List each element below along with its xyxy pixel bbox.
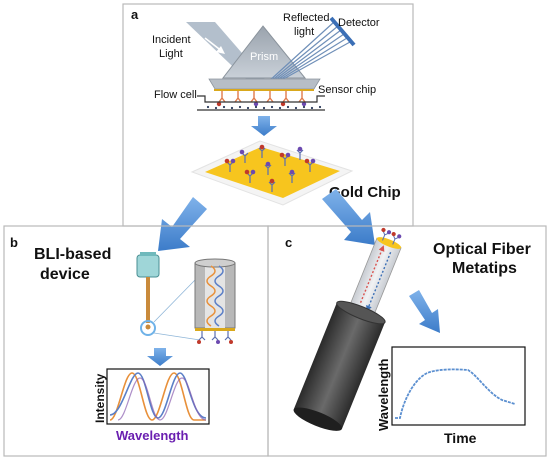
sensor-chip-label: Sensor chip bbox=[318, 84, 376, 96]
reflected-light-label-line1: Reflected bbox=[283, 12, 329, 24]
flow-cell-walls bbox=[197, 95, 325, 111]
incident-light-label-line2: Light bbox=[159, 48, 183, 60]
sensorgram-curve bbox=[395, 368, 516, 419]
sensorgram-frame bbox=[391, 346, 526, 426]
bli-probe bbox=[136, 252, 160, 336]
intensity-curve-orange bbox=[109, 372, 206, 421]
gold-film bbox=[214, 89, 314, 91]
panel-c-title-line1: Optical Fiber bbox=[433, 241, 531, 258]
detector-label: Detector bbox=[338, 17, 380, 29]
time-axis-label: Time bbox=[444, 430, 477, 446]
down-arrow-a bbox=[251, 116, 277, 136]
intensity-axis-label: Intensity bbox=[93, 373, 107, 423]
arrow-to-c bbox=[322, 189, 375, 245]
panel-c: c Optical Fiber Metatips bbox=[267, 225, 547, 457]
incident-beam-arrowhead bbox=[216, 46, 225, 54]
reflected-light-label-line2: light bbox=[294, 26, 314, 38]
receptors bbox=[218, 91, 306, 103]
zoom-line-bottom bbox=[153, 332, 201, 341]
optical-fiber bbox=[293, 227, 402, 431]
gold-chip-receptors bbox=[224, 144, 316, 192]
panel-b-letter: b bbox=[10, 235, 18, 250]
fiber-jacket bbox=[293, 302, 386, 429]
panel-a-letter: a bbox=[131, 7, 139, 22]
gold-chip-label: Gold Chip bbox=[329, 184, 401, 201]
analytes bbox=[216, 101, 307, 107]
incident-light-label-line1: Incident bbox=[152, 34, 191, 46]
panel-b-title-line1: BLI-based bbox=[34, 246, 111, 263]
panel-b: b BLI-based device bbox=[3, 225, 269, 457]
panel-c-letter: c bbox=[285, 235, 292, 250]
wavelength-axis-label-c: Wavelength bbox=[376, 358, 391, 431]
flow-particles bbox=[206, 105, 322, 110]
intensity-curve-purple bbox=[117, 377, 207, 421]
probe-tip-highlight bbox=[140, 320, 156, 336]
wavelength-axis-label-b: Wavelength bbox=[116, 428, 189, 443]
arrow-to-b bbox=[158, 197, 207, 251]
arrow-to-sensorgram bbox=[409, 290, 440, 333]
panel-c-frame bbox=[267, 225, 547, 457]
sensor-chip-slab bbox=[208, 78, 321, 90]
panel-a: a Incident Light Prism Reflected light D… bbox=[122, 3, 414, 227]
prism bbox=[221, 25, 307, 79]
zoom-line-top bbox=[153, 279, 196, 323]
gold-chip bbox=[205, 147, 340, 198]
panel-b-title-line2: device bbox=[40, 266, 90, 283]
panel-c-title-line2: Metatips bbox=[452, 260, 517, 277]
flow-cell-label: Flow cell bbox=[154, 89, 197, 101]
reflected-light-rays bbox=[267, 21, 351, 83]
detector-bar bbox=[329, 16, 356, 47]
prism-label: Prism bbox=[250, 51, 278, 63]
probe-tip-zoom bbox=[194, 258, 236, 344]
down-arrow-b bbox=[147, 348, 173, 366]
